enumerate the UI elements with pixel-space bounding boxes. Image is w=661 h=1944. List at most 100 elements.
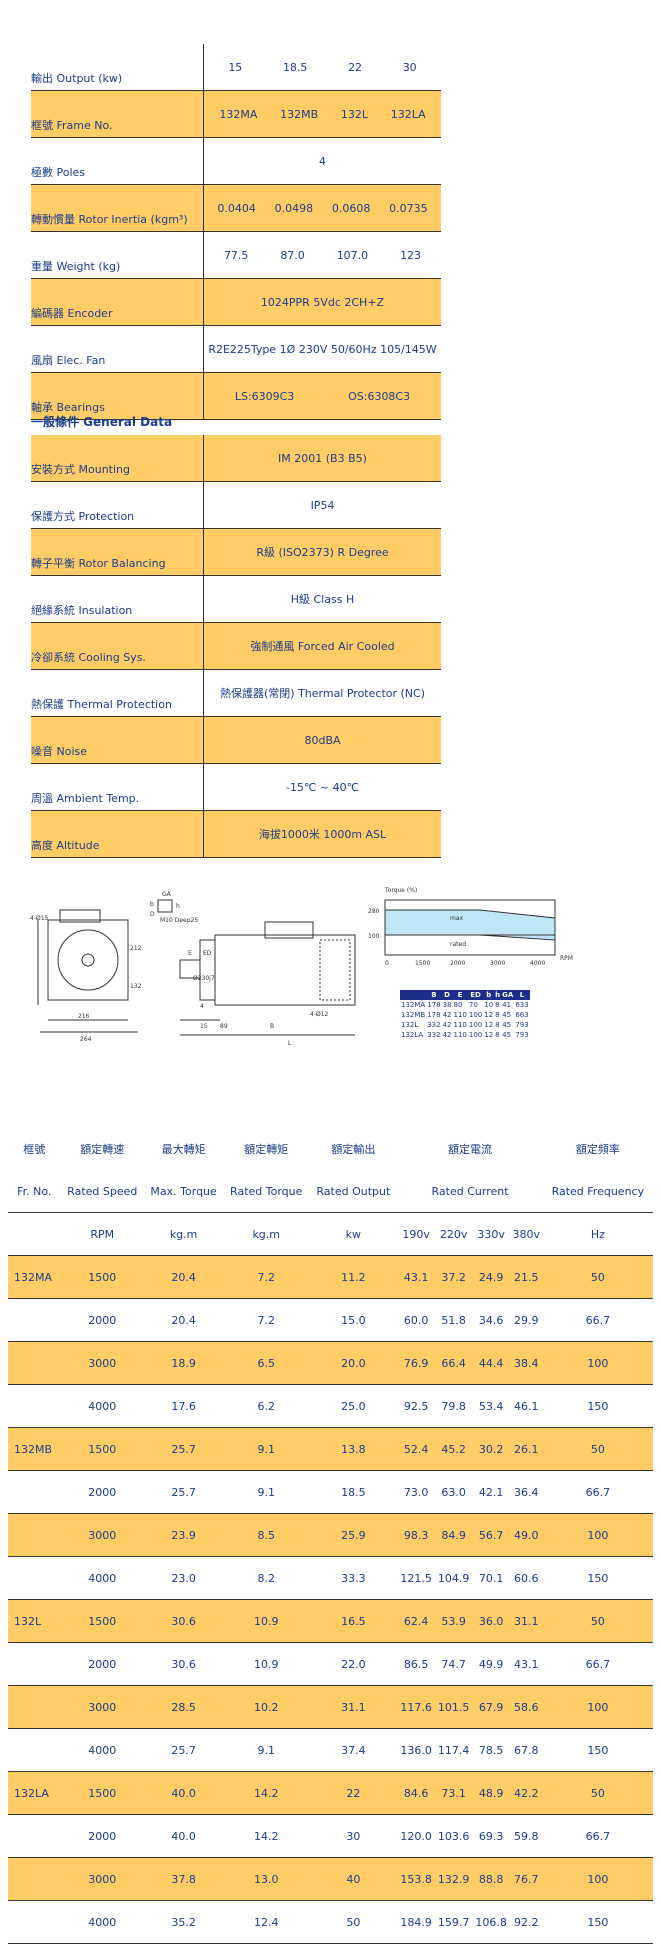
perf-cell: 92.5	[397, 1384, 435, 1428]
spec-row-fan: 風扇 Elec. Fan R2E225Type 1Ø 230V 50/60Hz …	[31, 325, 441, 373]
perf-cell: 60.0	[397, 1298, 435, 1342]
perf-cell	[8, 1685, 61, 1729]
perf-cell: 44.4	[472, 1341, 510, 1385]
perf-cell	[8, 1513, 61, 1557]
perf-cell: 29.9	[509, 1298, 543, 1342]
perf-cell: 1500	[60, 1427, 145, 1471]
perf-cell: 37.4	[309, 1728, 398, 1772]
perf-cell: 184.9	[397, 1900, 435, 1944]
perf-cell: 59.8	[509, 1814, 543, 1858]
dim-text: 212	[130, 945, 142, 952]
perf-cell: 35.2	[144, 1900, 224, 1944]
spec-value: 123	[400, 248, 422, 262]
perf-cell: 159.7	[434, 1900, 473, 1944]
spec-value: 熱保護器(常閉) Thermal Protector (NC)	[203, 669, 441, 717]
perf-cell	[8, 1900, 61, 1944]
perf-unit: 330v	[477, 1227, 505, 1241]
dim-cell: 332	[427, 1021, 441, 1029]
dim-cell: 80	[453, 1001, 463, 1009]
perf-cell: 53.4	[472, 1384, 510, 1428]
perf-cell: 132L	[8, 1599, 61, 1643]
spec-label: 冷卻系統 Cooling Sys.	[31, 622, 204, 670]
perf-cell: 12.4	[223, 1900, 310, 1944]
perf-header: Max. Torque	[144, 1170, 224, 1213]
chart-tick: 1500	[415, 960, 430, 967]
perf-cell: 14.2	[223, 1814, 310, 1858]
perf-unit: kg.m	[252, 1227, 281, 1241]
dim-cell: 633	[515, 1001, 529, 1009]
spec-label: 重量 Weight (kg)	[31, 231, 204, 279]
perf-cell	[8, 1556, 61, 1600]
perf-cell: 73.0	[397, 1470, 435, 1514]
perf-cell: 3000	[60, 1513, 145, 1557]
perf-cell: 66.7	[542, 1470, 653, 1514]
perf-cell: 11.2	[309, 1255, 398, 1299]
perf-cell: 51.8	[434, 1298, 473, 1342]
perf-header: Rated Output	[309, 1170, 398, 1213]
dim-text: 132	[130, 983, 142, 990]
perf-cell: 25.7	[144, 1728, 224, 1772]
perf-cell: 132MB	[8, 1427, 61, 1471]
perf-cell: 78.5	[472, 1728, 510, 1772]
perf-cell: 28.5	[144, 1685, 224, 1729]
perf-cell: 23.0	[144, 1556, 224, 1600]
spec-value: 132L	[340, 107, 368, 121]
dim-cell: 793	[515, 1021, 529, 1029]
spec-row-weight: 重量 Weight (kg) 77.5 87.0 107.0 123	[31, 231, 441, 279]
perf-cell: 66.4	[434, 1341, 473, 1385]
spec-value: -15℃ ~ 40℃	[203, 763, 441, 811]
spec-label: 周溫 Ambient Temp.	[31, 763, 204, 811]
perf-cell: 6.2	[223, 1384, 310, 1428]
perf-cell: 67.8	[509, 1728, 543, 1772]
perf-cell: 8.2	[223, 1556, 310, 1600]
fan-grille	[319, 939, 351, 1001]
spec-row-inertia: 轉動慣量 Rotor Inertia (kgm³) 0.0404 0.0498 …	[31, 184, 441, 232]
spec-label: 風扇 Elec. Fan	[31, 325, 204, 373]
spec-value: 0.0735	[389, 201, 428, 215]
perf-cell: 50	[542, 1427, 653, 1471]
dim-text: 4-Ø12	[310, 1011, 329, 1018]
chart-tick: 280	[368, 908, 380, 915]
spec-value: OS:6308C3	[348, 389, 411, 403]
perf-cell: 10.9	[223, 1642, 310, 1686]
perf-cell: 106.8	[472, 1900, 510, 1944]
dim-text: h	[176, 903, 180, 910]
spec-value: IM 2001 (B3 B5)	[203, 435, 441, 482]
perf-cell: 40.0	[144, 1814, 224, 1858]
perf-cell: 73.1	[434, 1771, 473, 1815]
spec-label: 高度 Altitude	[31, 810, 204, 858]
perf-cell: 48.9	[472, 1771, 510, 1815]
chart-tick: 0	[385, 960, 389, 967]
perf-cell: 4000	[60, 1728, 145, 1772]
perf-cell	[8, 1470, 61, 1514]
spec-value: 1024PPR 5Vdc 2CH+Z	[203, 278, 441, 326]
spec-value: 18.5	[282, 60, 308, 74]
dim-cell: 42	[442, 1011, 452, 1019]
spec-label: 保護方式 Protection	[31, 481, 204, 529]
dim-cell: 100	[468, 1031, 483, 1039]
dim-cell: 793	[515, 1031, 529, 1039]
chart-tick: 4000	[530, 960, 545, 967]
perf-header: 額定轉矩	[244, 1143, 289, 1156]
dim-text: B	[270, 1023, 274, 1030]
perf-cell: 3000	[60, 1685, 145, 1729]
general-row: 周溫 Ambient Temp.-15℃ ~ 40℃	[31, 763, 441, 811]
perf-cell: 150	[542, 1900, 653, 1944]
perf-cell: 20.4	[144, 1255, 224, 1299]
perf-cell: 25.0	[309, 1384, 398, 1428]
perf-cell: 150	[542, 1556, 653, 1600]
spec-value: 87.0	[280, 248, 305, 262]
perf-header: Rated Frequency	[542, 1170, 653, 1213]
spec-value: 132MB	[280, 107, 319, 121]
spec-label: 軸承 Bearings	[31, 372, 204, 420]
